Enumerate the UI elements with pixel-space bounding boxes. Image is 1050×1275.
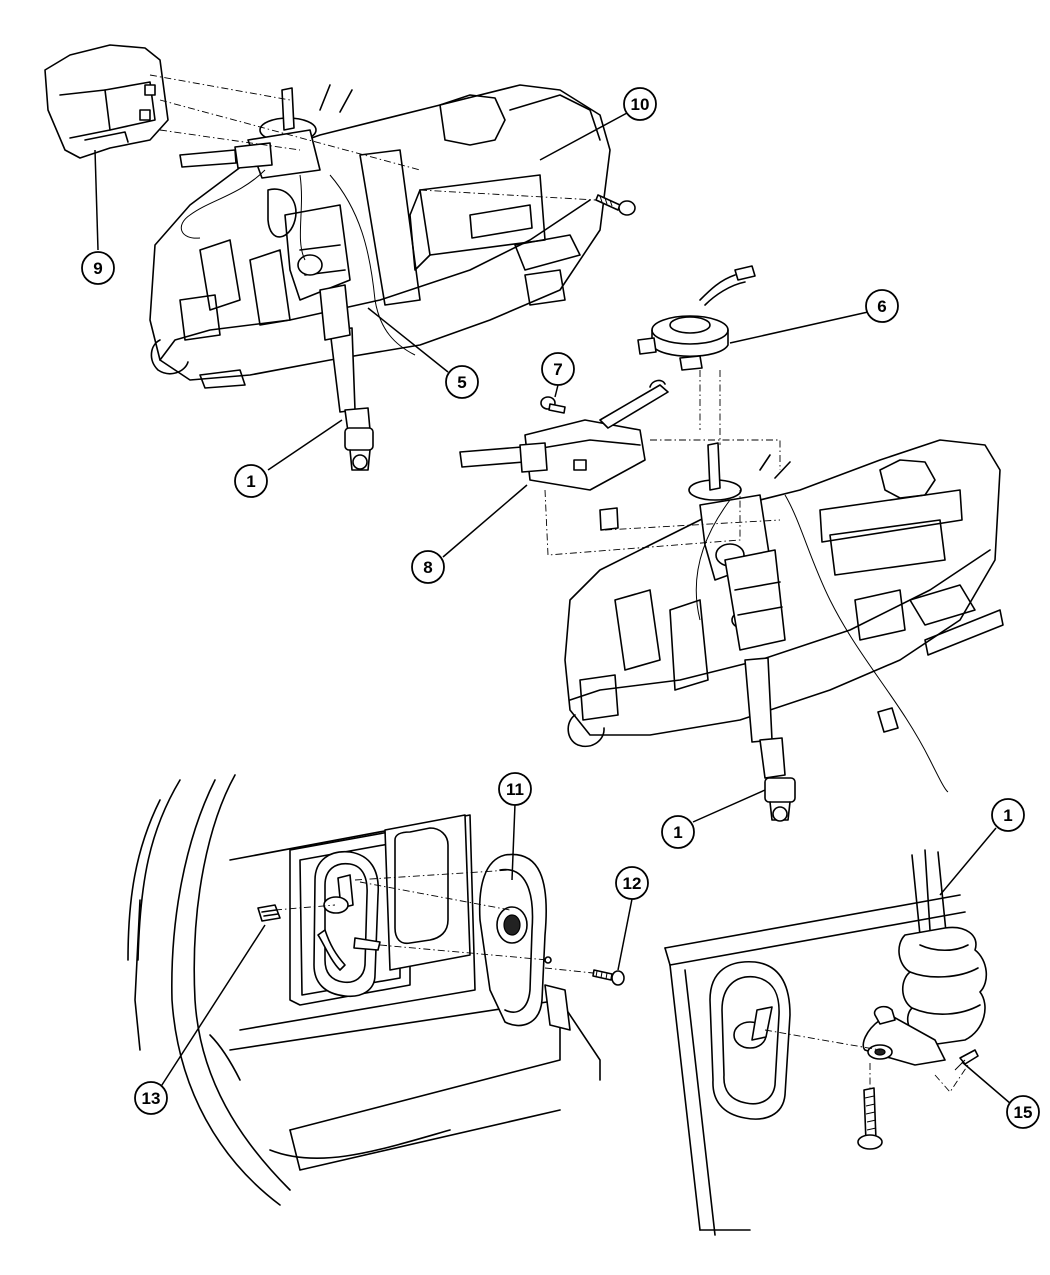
multifunction-switch bbox=[459, 379, 669, 531]
svg-text:1: 1 bbox=[246, 472, 255, 491]
callout-1-upper: 1 bbox=[234, 464, 268, 498]
clockspring bbox=[637, 265, 756, 371]
callout-1-middle: 1 bbox=[661, 815, 695, 849]
lower-column-assembly bbox=[564, 439, 1004, 822]
upper-shroud bbox=[44, 44, 169, 159]
svg-text:1: 1 bbox=[1003, 806, 1012, 825]
column-boot-detail bbox=[664, 849, 988, 1236]
svg-text:9: 9 bbox=[93, 259, 102, 278]
callout-13: 13 bbox=[134, 1081, 168, 1115]
exploded-guide-lines bbox=[544, 370, 781, 556]
svg-text:1: 1 bbox=[673, 823, 682, 842]
callout-10: 10 bbox=[623, 87, 657, 121]
switch-screw bbox=[540, 396, 566, 414]
svg-text:12: 12 bbox=[623, 874, 642, 893]
cover-guide-lines bbox=[274, 869, 594, 974]
instrument-panel-cover bbox=[127, 774, 625, 1206]
svg-text:15: 15 bbox=[1014, 1103, 1033, 1122]
assembly-guide-lines bbox=[149, 74, 597, 201]
callout-5: 5 bbox=[445, 365, 479, 399]
svg-text:10: 10 bbox=[631, 95, 650, 114]
mounting-screw bbox=[595, 194, 636, 216]
callout-leaders bbox=[94, 112, 1012, 1105]
svg-text:5: 5 bbox=[457, 373, 466, 392]
upper-column-assembly bbox=[149, 84, 611, 471]
callout-11: 11 bbox=[498, 772, 532, 806]
callout-1-lower: 1 bbox=[991, 798, 1025, 832]
callout-12: 12 bbox=[615, 866, 649, 900]
svg-text:8: 8 bbox=[423, 558, 432, 577]
svg-text:13: 13 bbox=[142, 1089, 161, 1108]
callout-15: 15 bbox=[1006, 1095, 1040, 1129]
callout-9: 9 bbox=[81, 251, 115, 285]
boot-guide-lines bbox=[764, 1029, 969, 1093]
svg-text:6: 6 bbox=[877, 297, 886, 316]
svg-text:11: 11 bbox=[506, 780, 524, 799]
callout-7: 7 bbox=[541, 352, 575, 386]
callout-8: 8 bbox=[411, 550, 445, 584]
callout-6: 6 bbox=[865, 289, 899, 323]
svg-text:7: 7 bbox=[553, 360, 562, 379]
